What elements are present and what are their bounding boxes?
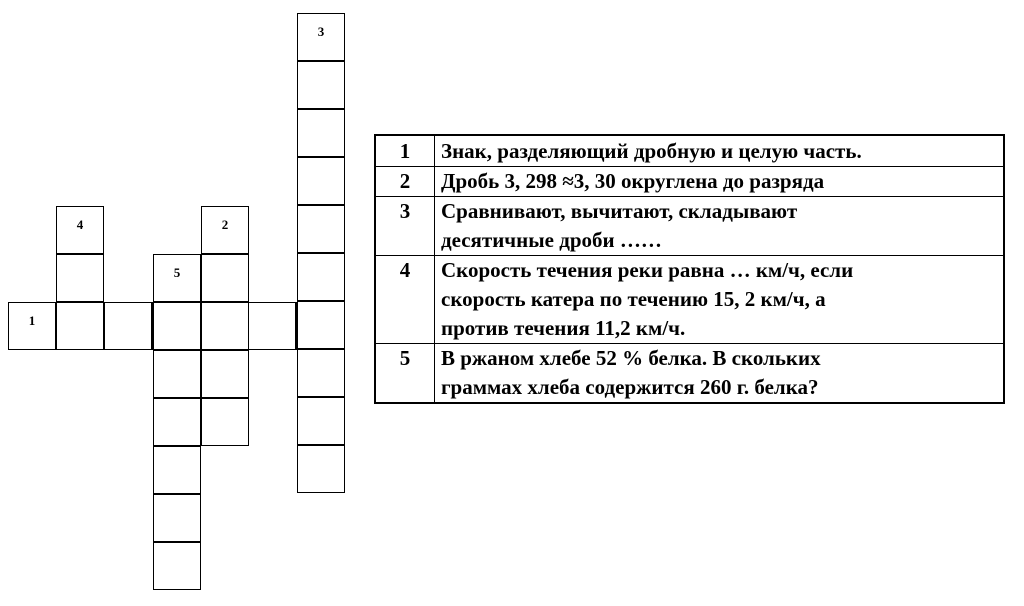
crossword-cell[interactable]: 2: [201, 206, 249, 254]
crossword-cell[interactable]: [56, 254, 104, 302]
crossword-cell[interactable]: [153, 302, 201, 350]
word-number-3: 3: [317, 24, 325, 39]
clue-number: 3: [374, 196, 435, 256]
clue-text: В ржаном хлебе 52 % белка. В скольких гр…: [434, 343, 1005, 404]
crossword-cell[interactable]: [297, 157, 345, 205]
crossword-grid: 1 3 4 2 5: [0, 0, 360, 606]
clue-row: 3 Сравнивают, вычитают, складывают десят…: [374, 196, 1005, 256]
clue-number: 5: [374, 343, 435, 404]
clue-number: 1: [374, 134, 435, 167]
crossword-cell[interactable]: [153, 350, 201, 398]
word-number-4: 4: [76, 217, 84, 232]
clue-number: 2: [374, 166, 435, 197]
crossword-cell[interactable]: [297, 61, 345, 109]
crossword-cell[interactable]: [201, 302, 249, 350]
clue-text: Скорость течения реки равна … км/ч, если…: [434, 255, 1005, 344]
word-number-2: 2: [221, 217, 229, 232]
crossword-cell[interactable]: [297, 205, 345, 253]
clue-text: Сравнивают, вычитают, складывают десятич…: [434, 196, 1005, 256]
crossword-cell[interactable]: [56, 302, 104, 350]
crossword-cell[interactable]: [201, 254, 249, 302]
crossword-cell[interactable]: [297, 253, 345, 301]
crossword-cell[interactable]: [153, 398, 201, 446]
crossword-cell[interactable]: [153, 542, 201, 590]
clue-row: 1 Знак, разделяющий дробную и целую част…: [374, 134, 1005, 167]
crossword-cell[interactable]: 3: [297, 13, 345, 61]
word-number-5: 5: [173, 265, 181, 280]
clue-text: Дробь 3, 298 ≈3, 30 округлена до разряда: [434, 166, 1005, 197]
crossword-cell[interactable]: [201, 398, 249, 446]
crossword-cell[interactable]: [201, 350, 249, 398]
crossword-cell[interactable]: [297, 445, 345, 493]
clue-number: 4: [374, 255, 435, 344]
crossword-cell[interactable]: [248, 302, 296, 350]
clue-text: Знак, разделяющий дробную и целую часть.: [434, 134, 1005, 167]
crossword-cell[interactable]: [297, 397, 345, 445]
crossword-cell[interactable]: [297, 301, 345, 349]
clue-row: 4 Скорость течения реки равна … км/ч, ес…: [374, 255, 1005, 344]
word-number-1: 1: [28, 313, 36, 328]
crossword-cell[interactable]: [297, 349, 345, 397]
clue-row: 2 Дробь 3, 298 ≈3, 30 округлена до разря…: [374, 166, 1005, 197]
crossword-cell[interactable]: 4: [56, 206, 104, 254]
crossword-cell[interactable]: [297, 109, 345, 157]
clues-table: 1 Знак, разделяющий дробную и целую част…: [374, 134, 1005, 404]
crossword-cell[interactable]: 1: [8, 302, 56, 350]
crossword-cell[interactable]: [153, 494, 201, 542]
crossword-cell[interactable]: [153, 446, 201, 494]
crossword-cell[interactable]: [104, 302, 152, 350]
crossword-cell[interactable]: 5: [153, 254, 201, 302]
clue-row: 5 В ржаном хлебе 52 % белка. В скольких …: [374, 343, 1005, 404]
